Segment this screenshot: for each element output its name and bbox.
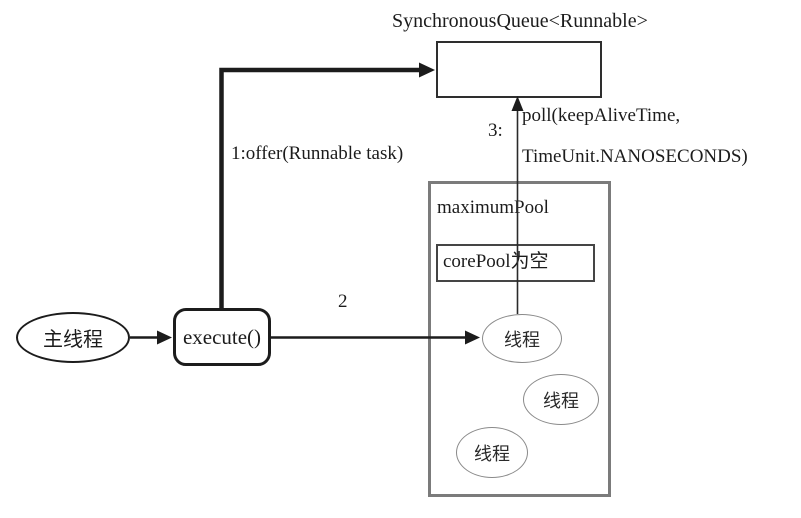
thread-ellipse: 线程	[456, 427, 528, 478]
maximum-pool-label: maximumPool	[437, 197, 549, 218]
synchronous-queue-box	[436, 41, 602, 98]
offer-arrow-line	[219, 67, 421, 309]
step2-edge-label: 2	[338, 291, 348, 312]
poll-edge-label-line1: poll(keepAliveTime,	[522, 105, 681, 126]
core-pool-label: corePool为空	[443, 251, 549, 272]
thread-ellipse: 线程	[523, 374, 599, 425]
offer-arrowhead	[419, 62, 435, 78]
poll-edge-label-line2: TimeUnit.NANOSECONDS)	[522, 146, 748, 167]
main-thread-label: 主线程	[43, 329, 103, 351]
offer-edge-label: 1:offer(Runnable task)	[231, 143, 404, 164]
execute-label: execute()	[182, 324, 262, 349]
thread-label: 线程	[474, 443, 510, 464]
thread-ellipse: 线程	[482, 314, 562, 363]
core-pool-box	[436, 244, 595, 282]
thread-label: 线程	[504, 329, 540, 350]
execute-box: execute()	[173, 308, 271, 366]
step3-edge-label: 3:	[488, 120, 503, 141]
main-thread-ellipse: 主线程	[16, 312, 130, 363]
thread-label: 线程	[543, 390, 579, 411]
diagram-title: SynchronousQueue<Runnable>	[392, 10, 648, 32]
main-to-execute-arrowhead	[157, 330, 172, 345]
